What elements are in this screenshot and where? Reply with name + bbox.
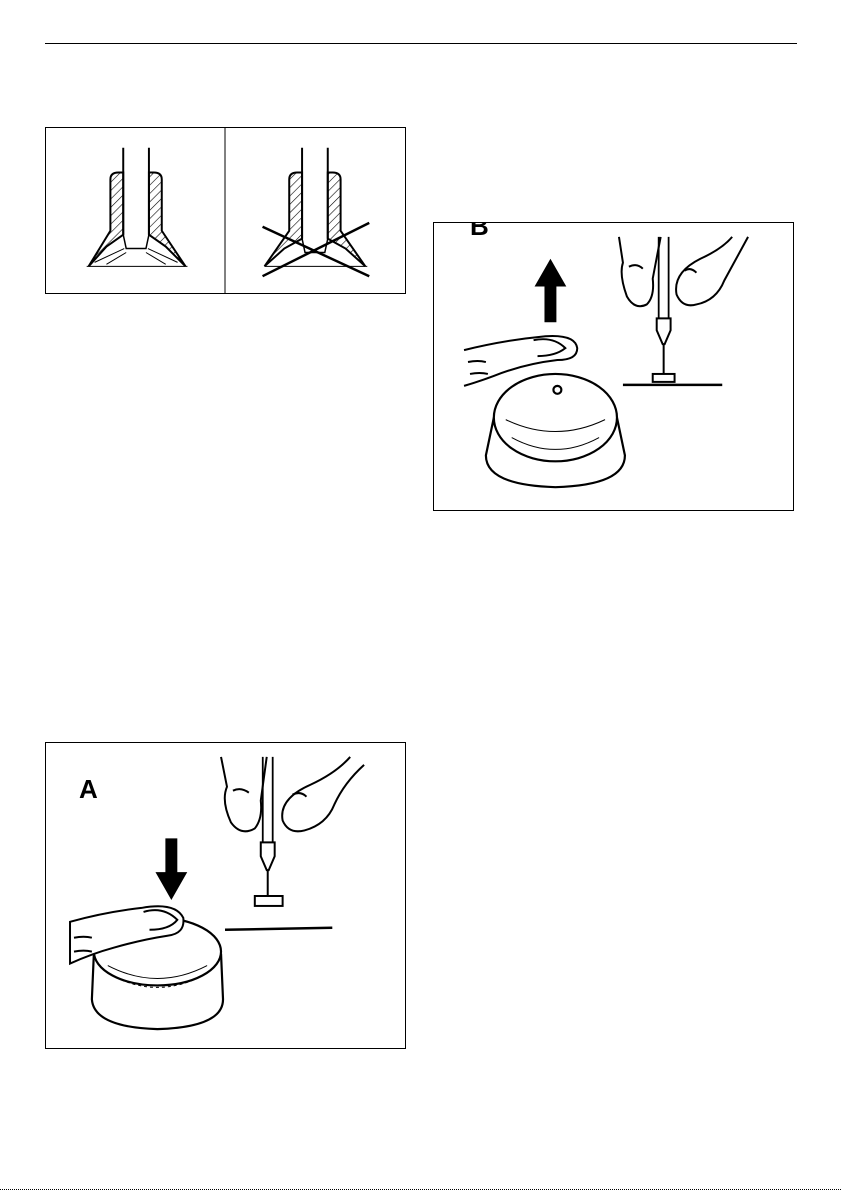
arrow-down-icon: [155, 838, 187, 900]
valve-seating-figure: [45, 127, 406, 294]
arrow-up-icon: [535, 259, 567, 323]
header-rule: [45, 43, 797, 44]
valve-correct: [87, 148, 188, 267]
knob-removal-figure: B: [433, 222, 794, 511]
hand-with-tool: [619, 237, 748, 385]
control-knob: [486, 374, 625, 487]
bottom-edge-rule: [0, 1189, 841, 1190]
knob-refit-illustration: [46, 743, 405, 1048]
knob-refit-figure: A: [45, 742, 406, 1049]
hand-with-tool: [221, 757, 364, 930]
valve-seating-illustration: [46, 128, 405, 293]
valve-incorrect: [263, 148, 370, 276]
knob-removal-illustration: [434, 223, 793, 510]
